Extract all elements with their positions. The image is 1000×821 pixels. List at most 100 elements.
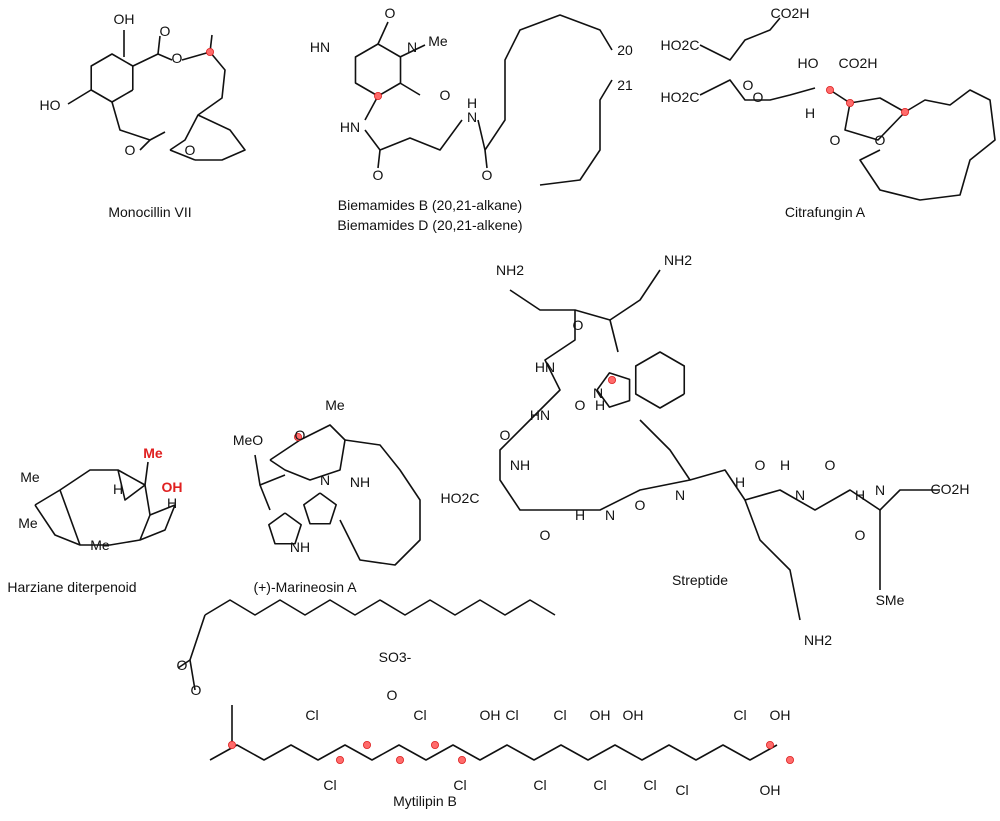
atom-label: H (735, 474, 745, 490)
atom-label: H (467, 95, 477, 111)
atom-label: O (573, 317, 584, 333)
atom-label: O (830, 132, 841, 148)
compound-name-biemamide-b: Biemamides B (20,21-alkane) (338, 197, 522, 213)
atom-label: O (295, 427, 306, 443)
bond (639, 419, 691, 481)
atom-label: Me (143, 445, 163, 461)
atom-label: NH (350, 474, 370, 490)
compound-name-harziane: Harziane diterpenoid (7, 579, 136, 595)
compound-name-citrafungin: Citrafungin A (785, 204, 866, 220)
atom-label: HN (535, 359, 555, 375)
bond (539, 79, 613, 186)
atom-label: O (387, 687, 398, 703)
atom-label: O (753, 89, 764, 105)
bond (829, 89, 906, 141)
atom-label: NH2 (664, 252, 692, 268)
atom-label: Cl (505, 707, 518, 723)
bond (67, 89, 92, 105)
atom-label: HO2C (661, 89, 700, 105)
stereocenter-marker (395, 756, 404, 765)
atom-label: Me (90, 537, 110, 553)
bond (379, 119, 463, 151)
atom-label: CO2H (931, 481, 970, 497)
atom-label: N (467, 109, 477, 125)
atom-label: H (167, 495, 177, 511)
pyrrole-b (303, 492, 337, 525)
atom-label: Cl (553, 707, 566, 723)
atom-label: OH (590, 707, 611, 723)
atom-label: O (482, 167, 493, 183)
bond (609, 319, 619, 353)
stereocenter-marker (766, 741, 775, 750)
bond (364, 95, 379, 121)
bond (484, 14, 613, 151)
atom-label: O (440, 87, 451, 103)
stereocenter-marker (846, 99, 855, 108)
bond (157, 35, 161, 55)
atom-label: Cl (675, 782, 688, 798)
bond (550, 469, 940, 511)
atom-label: O (500, 427, 511, 443)
stereocenter-marker (373, 92, 382, 101)
atom-label: Me (325, 397, 345, 413)
bond (59, 489, 81, 546)
atom-label: HN (340, 119, 360, 135)
atom-label: Me (428, 33, 448, 49)
atom-label: CO2H (771, 5, 810, 21)
streptide-indole-pyrrole (596, 372, 631, 408)
stereocenter-marker (293, 432, 302, 441)
atom-label: SO3- (379, 649, 412, 665)
atom-label: Cl (533, 777, 546, 793)
atom-label: OH (480, 707, 501, 723)
atom-label: Cl (643, 777, 656, 793)
atom-label: HO2C (661, 37, 700, 53)
atom-label: N (675, 487, 685, 503)
biemamide-ring (354, 43, 402, 97)
atom-label: O (755, 457, 766, 473)
atom-label: N (320, 472, 330, 488)
compound-name-streptide: Streptide (672, 572, 728, 588)
atom-label: O (635, 497, 646, 513)
bond (144, 461, 149, 486)
bond (399, 44, 426, 58)
mytilipin-fatty-chain (204, 599, 556, 616)
atom-label: H (113, 481, 123, 497)
atom-label: NH (510, 457, 530, 473)
stereocenter-marker (608, 375, 617, 384)
compound-name-mytilipin: Mytilipin B (393, 793, 457, 809)
atom-label: O (373, 167, 384, 183)
pyrrole-a (268, 512, 302, 545)
atom-label: Cl (305, 707, 318, 723)
atom-label: HO (798, 55, 819, 71)
atom-label: H (855, 487, 865, 503)
atom-label: N (875, 482, 885, 498)
atom-label: OH (770, 707, 791, 723)
atom-label: HO (40, 97, 61, 113)
bond (111, 101, 166, 141)
bond (699, 17, 781, 61)
mytilipin-main-chain (209, 744, 778, 761)
atom-label: OH (162, 479, 183, 495)
atom-label: O (385, 5, 396, 21)
bond (477, 119, 488, 169)
atom-label: O (125, 142, 136, 158)
atom-label: Cl (323, 777, 336, 793)
atom-label: O (177, 657, 188, 673)
bond (189, 614, 206, 691)
bond (132, 53, 173, 67)
bond (377, 21, 389, 45)
atom-label: O (875, 132, 886, 148)
stereocenter-marker (362, 741, 371, 750)
bond (399, 82, 421, 96)
atom-label: N (795, 487, 805, 503)
stereocenter-marker (786, 756, 795, 765)
stereocenter-marker (457, 756, 466, 765)
bond (699, 79, 816, 101)
atom-label: O (191, 682, 202, 698)
stereocenter-marker (826, 86, 835, 95)
atom-label: CO2H (839, 55, 878, 71)
atom-label: Me (20, 469, 40, 485)
atom-label: O (575, 397, 586, 413)
